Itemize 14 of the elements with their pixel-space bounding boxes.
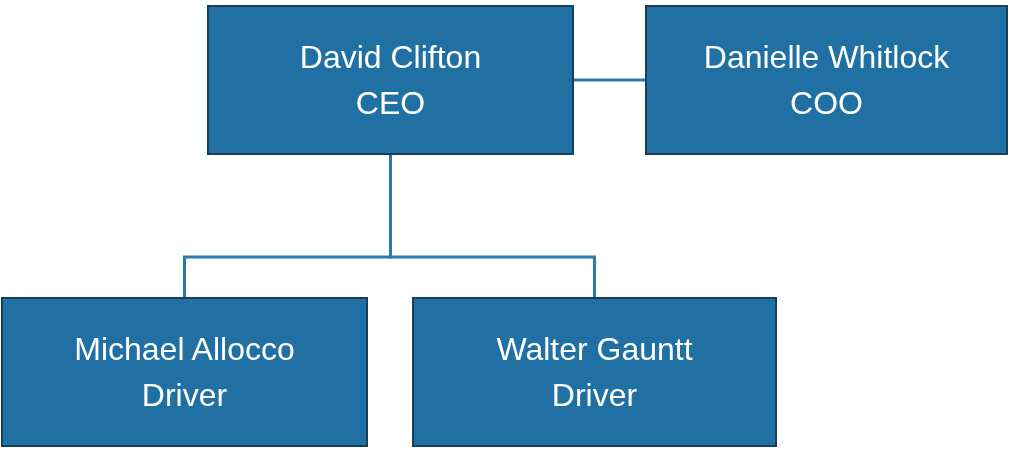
connector-line — [389, 155, 596, 297]
job-title: COO — [790, 84, 863, 123]
job-title: CEO — [355, 84, 426, 123]
person-box — [207, 5, 574, 155]
person-name: Danielle Whitlock — [703, 38, 950, 77]
person-box — [1, 297, 368, 447]
person-box — [412, 297, 777, 447]
connector-line — [574, 78, 645, 82]
person-name: David Clifton — [299, 38, 482, 77]
person-name: Walter Gauntt — [496, 330, 693, 369]
job-title: Driver — [551, 376, 638, 415]
person-box — [645, 5, 1008, 155]
job-title: Driver — [141, 376, 228, 415]
person-name: Michael Allocco — [74, 330, 295, 369]
